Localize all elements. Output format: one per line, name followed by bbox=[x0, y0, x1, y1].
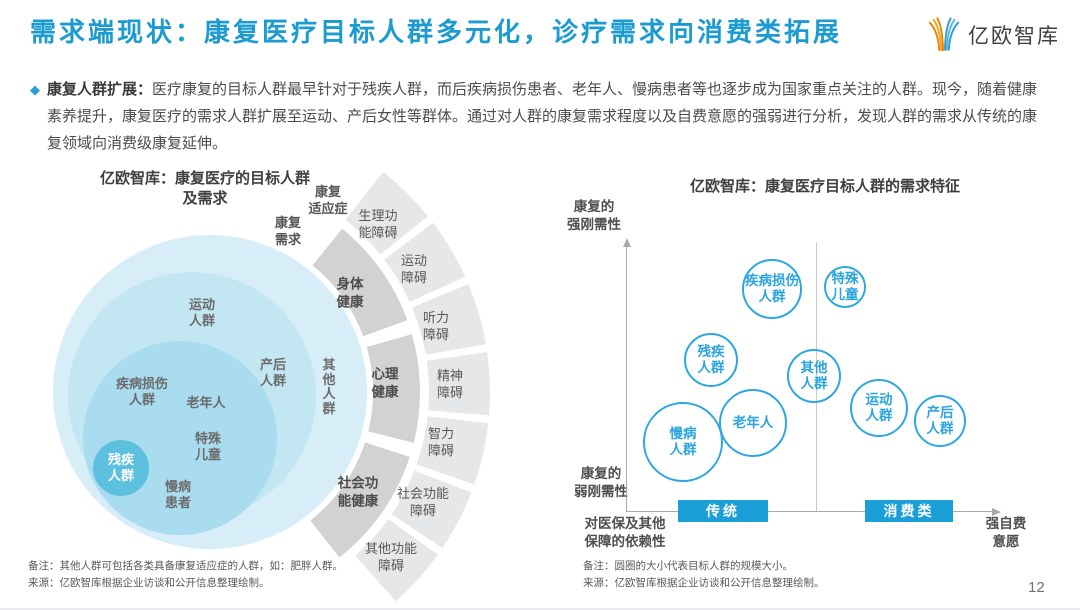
fan-legend-label-1: 康复 适应症 bbox=[308, 184, 348, 216]
fan-segment-1-2 bbox=[412, 283, 486, 355]
population-label-7: 残疾 人群 bbox=[107, 451, 135, 483]
fan-segment-label-1-3: 精神 障碍 bbox=[436, 368, 464, 400]
fan-segment-label-1-2: 听力 障碍 bbox=[422, 310, 450, 342]
population-label-1: 产后 人群 bbox=[259, 356, 287, 388]
population-label-0: 运动 人群 bbox=[188, 296, 216, 328]
right-chart-title: 亿欧智库：康复医疗目标人群的需求特征 bbox=[689, 178, 960, 195]
y-axis-label-top: 康复的 强刚需性 bbox=[567, 198, 621, 232]
right-footnote: 备注：圆圈的大小代表目标人群的规模大小。 来源：亿欧智库根据企业访谈和公开信息整… bbox=[583, 558, 825, 592]
bubble-6: 运动 人群 bbox=[850, 379, 908, 437]
left-diagram: 亿欧智库：康复医疗的目标人群 及需求 康复 需求康复 适应症身体 健康心理 健康… bbox=[0, 165, 525, 608]
fan-segment-1-3 bbox=[426, 352, 491, 416]
fan-segment-1-5 bbox=[391, 470, 472, 549]
bubble-1: 特殊 儿童 bbox=[824, 266, 866, 308]
fan-segment-label-0-2: 社会功 能健康 bbox=[337, 475, 379, 508]
segment-box-consumer: 消费类 bbox=[865, 500, 953, 522]
fan-segment-0-2 bbox=[310, 442, 410, 558]
fan-segment-0-0 bbox=[312, 228, 408, 337]
left-footnote: 备注：其他人群可包括各类具备康复适应症的人群，如：肥胖人群。 来源：亿欧智库根据… bbox=[28, 558, 343, 592]
fan-segment-label-1-1: 运动 障碍 bbox=[400, 253, 428, 285]
x-axis-label-left: 对医保及其他 保障的依赖性 bbox=[584, 515, 666, 549]
population-label-5: 特殊 儿童 bbox=[194, 430, 222, 462]
bubble-label-3: 其他 人群 bbox=[800, 360, 828, 391]
fan-segment-label-1-5: 社会功能 障碍 bbox=[396, 486, 450, 518]
population-label-2: 其 他 人 群 bbox=[322, 356, 336, 416]
venn-core-circle bbox=[93, 440, 149, 496]
bubble-label-7: 产后 人群 bbox=[926, 405, 954, 436]
bubble-7: 产后 人群 bbox=[914, 395, 966, 447]
right-footnote-source: 来源：亿欧智库根据企业访谈和公开信息整理绘制。 bbox=[583, 576, 825, 589]
y-axis-label-bottom: 康复的 弱刚需性 bbox=[574, 465, 628, 499]
fan-segment-1-1 bbox=[384, 222, 466, 302]
fan-segment-label-0-1: 心理 健康 bbox=[371, 366, 399, 399]
brand-logo: 亿欧智库 bbox=[925, 16, 1060, 54]
left-footnote-note: 备注：其他人群可包括各类具备康复适应症的人群，如：肥胖人群。 bbox=[28, 560, 343, 572]
page-title: 需求端现状：康复医疗目标人群多元化，诊疗需求向消费类拓展 bbox=[30, 17, 843, 47]
bubble-3: 其他 人群 bbox=[787, 349, 841, 403]
bubble-layer: 疾病损伤 人群 特殊 儿童残疾 人群其他 人群慢病 人群 老年人 运动 人群 产后 人群 bbox=[560, 165, 1060, 565]
bubble-label-4: 慢病 人群 bbox=[669, 426, 697, 457]
right-footnote-note: 备注：圆圈的大小代表目标人群的规模大小。 bbox=[583, 560, 793, 572]
bubble-5: 老年人 bbox=[719, 389, 787, 457]
fan-segment-1-4 bbox=[416, 416, 489, 485]
bubble-label-2: 残疾 人群 bbox=[697, 344, 725, 375]
bubble-label-0: 疾病损伤 人群 bbox=[745, 273, 799, 304]
fan-legend-label-0: 康复 需求 bbox=[274, 215, 302, 247]
bubble-label-1: 特殊 儿童 bbox=[831, 271, 859, 302]
brand-logo-icon bbox=[928, 17, 960, 52]
page-number: 12 bbox=[1028, 579, 1045, 596]
x-axis-arrow-icon bbox=[992, 508, 1001, 516]
fan-segment-label-1-0: 生理功 能障碍 bbox=[358, 208, 398, 240]
fan-segment-1-6 bbox=[355, 519, 438, 602]
fan-segment-label-1-6: 其他功能 障碍 bbox=[364, 541, 418, 573]
population-label-4: 老年人 bbox=[186, 394, 226, 410]
left-diagram-title: 亿欧智库：康复医疗的目标人群 及需求 bbox=[99, 170, 310, 208]
segment-box-traditional: 传统 bbox=[678, 500, 768, 522]
fan-segment-label-0-0: 身体 健康 bbox=[336, 276, 364, 309]
venn-fan-canvas bbox=[53, 171, 491, 602]
fan-segment-1-0 bbox=[345, 171, 428, 255]
bubble-2: 残疾 人群 bbox=[684, 333, 738, 387]
left-footnote-source: 来源：亿欧智库根据企业访谈和公开信息整理绘制。 bbox=[28, 576, 270, 589]
population-label-6: 慢病 患者 bbox=[164, 478, 192, 510]
intro-lead: 康复人群扩展： bbox=[47, 81, 153, 98]
x-axis-line bbox=[626, 511, 994, 512]
bubble-label-6: 运动 人群 bbox=[865, 392, 893, 423]
bubble-0: 疾病损伤 人群 bbox=[742, 259, 802, 319]
y-axis-line bbox=[626, 247, 627, 511]
intro-paragraph: ◆ 康复人群扩展：医疗康复的目标人群最早针对于残疾人群，而后疾病损伤患者、老年人… bbox=[30, 76, 1046, 157]
bubble-label-5: 老年人 bbox=[732, 415, 774, 431]
population-label-3: 疾病损伤 人群 bbox=[115, 375, 169, 407]
y-axis-arrow-icon bbox=[623, 238, 631, 247]
x-axis-label-right: 强自费 意愿 bbox=[985, 515, 1027, 549]
brand-logo-text: 亿欧智库 bbox=[968, 25, 1060, 48]
intro-text: 康复人群扩展：医疗康复的目标人群最早针对于残疾人群，而后疾病损伤患者、老年人、慢… bbox=[47, 76, 1046, 157]
fan-segment-label-1-4: 智力 障碍 bbox=[427, 426, 455, 458]
intro-body: 医疗康复的目标人群最早针对于残疾人群，而后疾病损伤患者、老年人、慢病患者等也逐步… bbox=[47, 81, 1038, 152]
fan-segment-0-1 bbox=[366, 334, 420, 443]
right-chart: 亿欧智库：康复医疗目标人群的需求特征 康复的 强刚需性 康复的 弱刚需性 对医保… bbox=[560, 165, 1060, 565]
diamond-bullet-icon: ◆ bbox=[30, 82, 40, 97]
bubble-4: 慢病 人群 bbox=[643, 402, 723, 482]
